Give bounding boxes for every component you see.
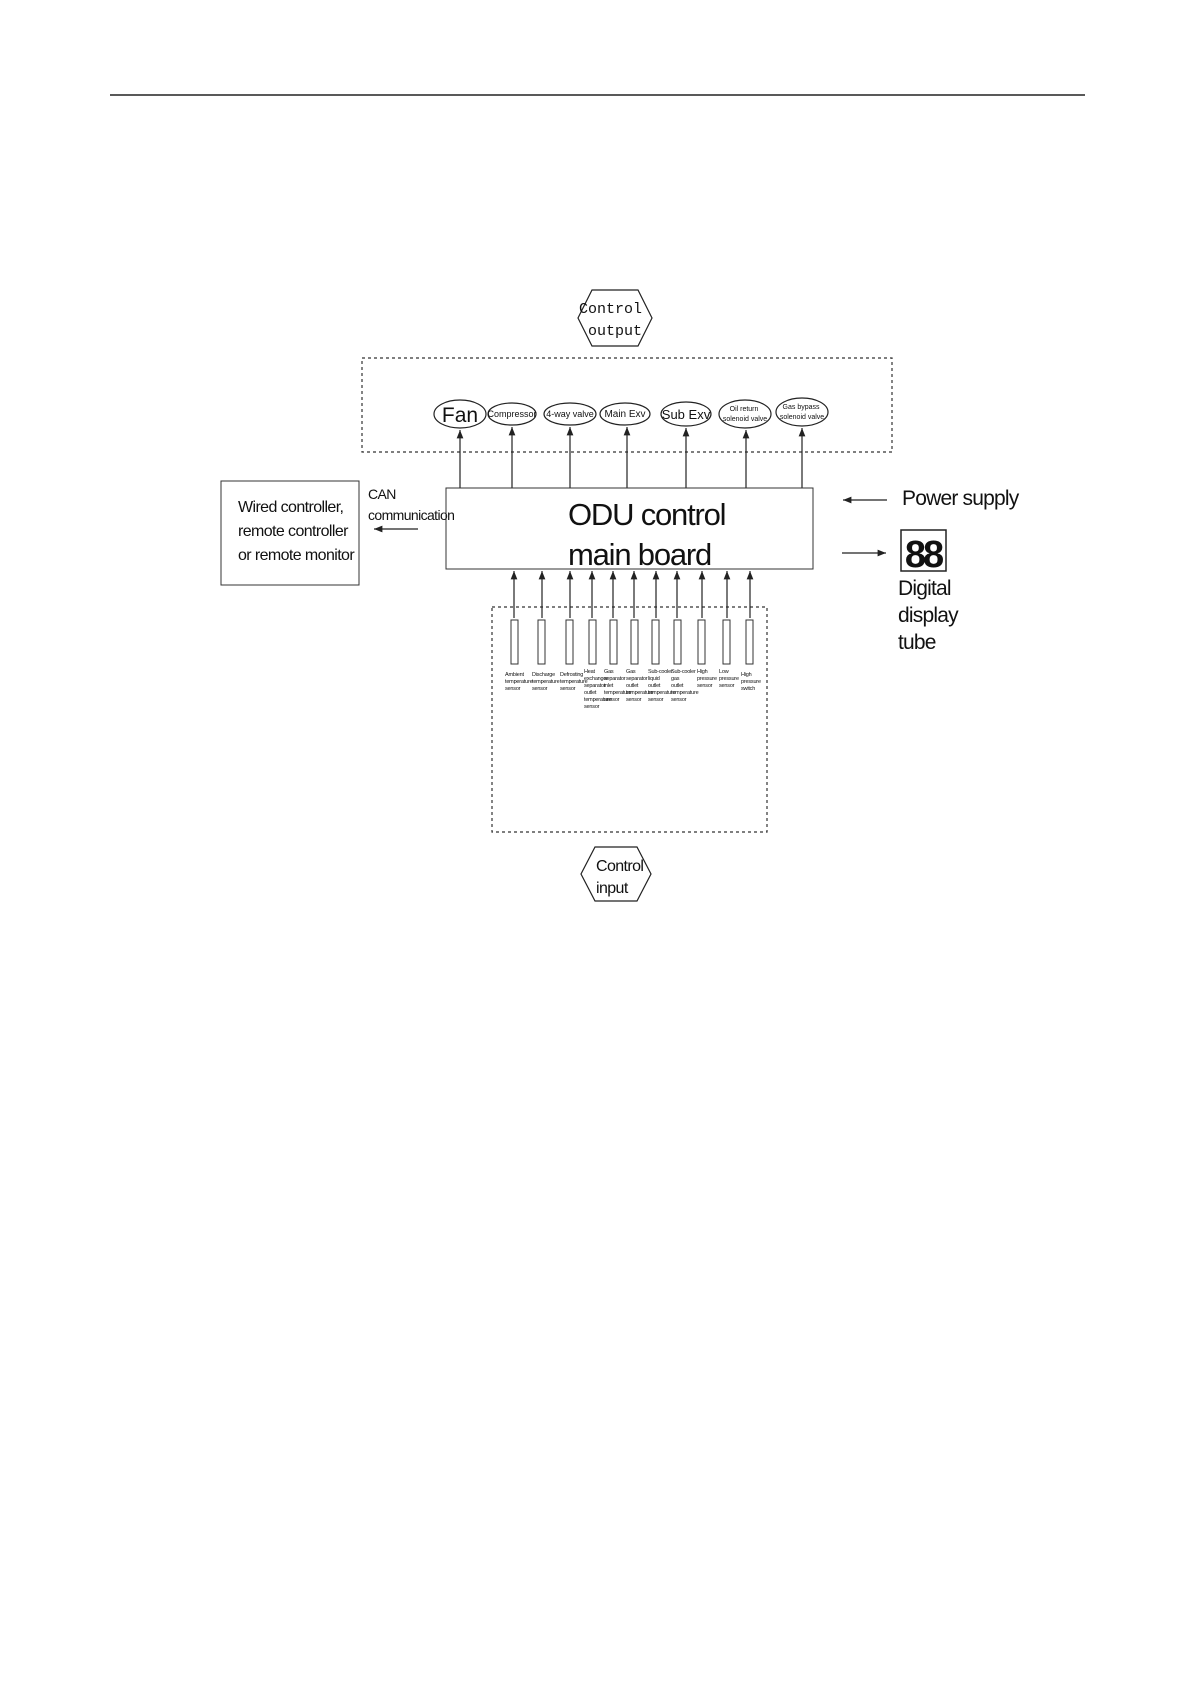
sensor-bar-2 [537,619,546,665]
svg-text:Oil return solenoid valv: Oil return solenoid valve [723,406,767,423]
control-input-label-line-1: Control [596,858,643,875]
svg-text:ODU control main board: ODU control main board [568,497,733,572]
control-output-label-line-1: Control [579,301,642,318]
sensor-bar-4 [588,619,597,665]
output-label-gas-bypass-line-2: solenoid valve [780,414,824,421]
digital-display-digits: 88 [905,534,943,576]
control-input-region [491,606,768,833]
control-output-label-line-2: output [588,323,642,340]
sensor-label-2: Discharge temperature sensor [532,672,561,692]
output-arrows [456,427,806,488]
sensor-label-4: Heat exchanger separator outlet temperat… [584,669,613,710]
external-controller-line-2: remote controller [238,523,349,540]
sensor-bar-3 [565,619,574,665]
svg-text:Control output: Control output [579,301,651,340]
sensor-bars [510,619,754,665]
output-ellipse-sub-exv: Sub Exv [660,401,712,427]
sensor-bar-6 [630,619,639,665]
sensor-bar-11 [745,619,754,665]
svg-text:CAN communication: CAN communication [368,486,454,523]
output-label-main-exv: Main Exv [604,409,645,420]
sensor-label-10: Low pressure sensor [719,669,740,689]
output-ellipse-gas-bypass-valve: Gas bypass solenoid valve [775,397,829,427]
digital-display-label-line-3: tube [898,631,936,654]
output-ellipse-main-exv: Main Exv [599,402,651,426]
sensor-label-6: Gas separator outlet temperature sensor [626,669,655,703]
sensor-bar-7 [651,619,660,665]
output-ellipse-4-way-valve: 4-way valve [543,402,597,426]
external-controller-line-1: Wired controller, [238,499,344,516]
power-supply-label: Power supply [902,487,1020,510]
output-ellipse-fan: Fan [433,399,487,429]
output-label-oil-return-line-2: solenoid valve [723,416,767,423]
sensor-labels: Ambient temperature sensor Discharge tem… [505,669,762,710]
output-label-gas-bypass-line-1: Gas bypass [783,404,820,411]
sensor-bar-9 [697,619,706,665]
sensor-bar-5 [609,619,618,665]
output-label-oil-return-line-1: Oil return [730,406,759,413]
sensor-label-7: Sub-cooler liquid outlet temperature sen… [648,669,677,703]
main-board-line-1: ODU control [568,497,725,532]
output-label-sub-exv: Sub Exv [662,407,711,422]
output-ellipse-compressor: Compressor [487,402,537,426]
sensor-label-5: Gas separator inlet temperature sensor [604,669,633,703]
svg-text:Wired controller, remote: Wired controller, remote controller or r… [238,499,355,564]
sensor-bar-8 [673,619,682,665]
sensor-label-1: Ambient temperature sensor [505,672,534,692]
power-supply: Power supply [843,487,1021,510]
sensor-label-11: High pressure switch [741,672,762,692]
sensor-label-9: High pressure sensor [697,669,718,689]
svg-text:Gas bypass solenoid valv: Gas bypass solenoid valve [780,404,824,421]
external-controller-line-3: or remote monitor [238,547,355,564]
input-arrows [510,571,754,618]
sensor-bar-10 [722,619,731,665]
output-label-fan: Fan [442,404,478,427]
output-label-compressor: Compressor [487,409,536,419]
sensor-label-8: Sub-cooler gas outlet temperature sensor [671,669,700,703]
sensor-label-3: Defrosting temperature sensor [560,672,589,692]
can-label-line-1: CAN [368,486,396,502]
digital-display-label-line-1: Digital [898,577,951,600]
output-ellipse-oil-return-valve: Oil return solenoid valve [718,399,772,429]
main-board-line-2: main board [568,537,711,572]
sensor-bar-1 [510,619,519,665]
can-communication: CAN communication [368,486,455,533]
control-output-node: Control output [577,289,653,347]
control-input-node: Control input [580,846,652,902]
can-label-line-2: communication [368,507,454,523]
external-controller-box: Wired controller, remote controller or r… [220,480,360,586]
svg-text:Control input: Control input [596,858,647,897]
digital-display: 88 Digital display tube [842,529,963,654]
main-board: ODU control main board [445,487,814,572]
control-input-label-line-2: input [596,880,629,897]
digital-display-label-line-2: display [898,604,959,627]
output-label-4-way-valve: 4-way valve [546,409,594,419]
svg-text:Digital display tu: Digital display tube [898,577,963,654]
